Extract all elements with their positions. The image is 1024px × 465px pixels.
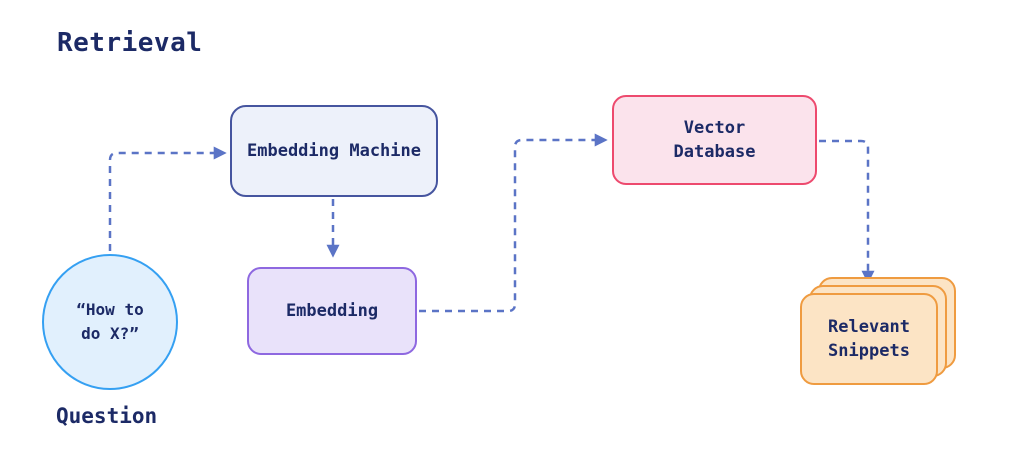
vector-database-label: Vector Database [673, 118, 756, 162]
embedding-machine-node: Embedding Machine [230, 105, 438, 197]
vector-database-node: Vector Database [612, 95, 817, 185]
arrow-embedding-to-vector-database [419, 133, 608, 313]
relevant-snippets-label: Relevant Snippets [828, 317, 910, 361]
question-node-text: “How to do X?” [76, 300, 144, 343]
question-node: “How to do X?” [42, 254, 178, 390]
question-caption: Question [56, 404, 158, 428]
embedding-node: Embedding [247, 267, 417, 355]
arrow-question-to-embedding-machine [108, 146, 227, 251]
arrow-vector-database-to-snippets [819, 139, 875, 284]
embedding-machine-label: Embedding Machine [247, 141, 421, 161]
relevant-snippets-node: Relevant Snippets [800, 277, 958, 387]
snippet-card-front: Relevant Snippets [800, 293, 938, 385]
embedding-label: Embedding [285, 301, 379, 321]
diagram-title: Retrieval [57, 28, 203, 58]
